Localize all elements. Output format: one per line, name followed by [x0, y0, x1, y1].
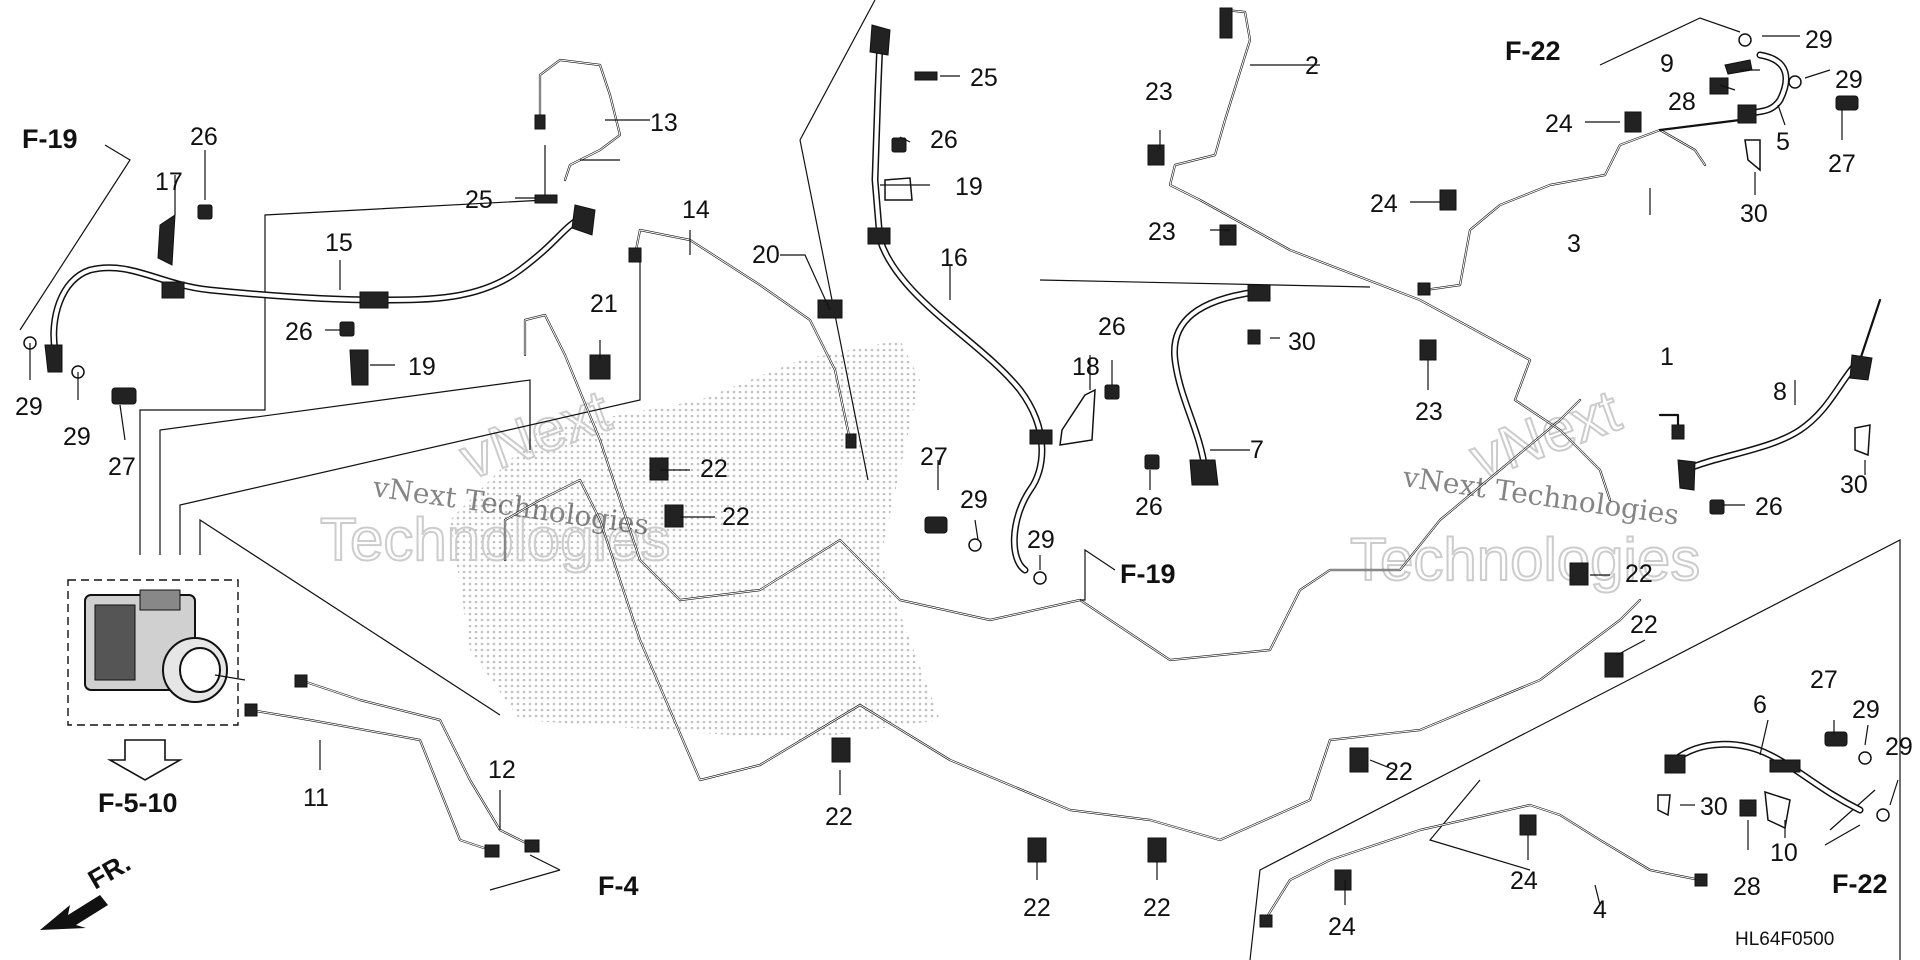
callout-11: 11 [303, 784, 329, 812]
brake-hose-6 [1664, 740, 1864, 814]
callout-25-left: 25 [465, 186, 493, 214]
callout-24-a: 24 [1370, 190, 1398, 218]
callout-22-d: 22 [1023, 894, 1051, 922]
brake-pipe-2 [1168, 7, 1612, 502]
callout-24-d: 24 [1328, 913, 1356, 941]
callout-14: 14 [682, 196, 710, 224]
brake-hose-7 [1170, 284, 1271, 486]
front-label: FR. [83, 847, 136, 895]
callout-20: 20 [752, 241, 780, 269]
callout-29-c: 29 [960, 486, 988, 514]
callout-1: 1 [1660, 343, 1674, 371]
callout-2: 2 [1305, 52, 1319, 80]
callout-17: 17 [155, 168, 183, 196]
callout-28-top: 28 [1668, 88, 1696, 116]
callout-29-e: 29 [1805, 26, 1833, 54]
callout-5: 5 [1776, 128, 1790, 156]
leader-lines [19, 17, 1899, 906]
callout-26-e: 26 [1135, 493, 1163, 521]
brake-pipe-4 [1259, 803, 1708, 928]
brake-hose-15 [44, 204, 596, 373]
callout-23-c: 23 [1415, 398, 1443, 426]
brake-hose-5 [1737, 51, 1790, 124]
callout-6: 6 [1753, 691, 1767, 719]
callout-27-b: 27 [920, 443, 948, 471]
callout-24-b: 24 [1545, 110, 1573, 138]
callout-numbers: 1 2 3 4 5 6 7 8 9 10 11 12 13 14 15 16 1… [15, 26, 1913, 941]
brake-pipe-14 [628, 228, 857, 449]
brake-pipe-lower [503, 478, 1642, 842]
ref-f5-10: F-5-10 [98, 788, 178, 818]
callout-19-right: 19 [955, 173, 983, 201]
brake-hose-8 [1677, 298, 1882, 491]
callout-16: 16 [940, 244, 968, 272]
ref-f22-top: F-22 [1505, 36, 1561, 66]
callout-19-left: 19 [408, 353, 436, 381]
callout-22-a: 22 [700, 455, 728, 483]
callout-23-b: 23 [1148, 218, 1176, 246]
callout-21: 21 [590, 290, 618, 318]
callout-25-right: 25 [970, 64, 998, 92]
diagram-code: HL64F0500 [1735, 929, 1834, 950]
brake-pipe-12 [523, 313, 1582, 662]
callout-22-c: 22 [825, 803, 853, 831]
callout-27-d: 27 [1810, 666, 1838, 694]
callout-10: 10 [1770, 839, 1798, 867]
callout-4: 4 [1593, 896, 1607, 924]
callout-7: 7 [1250, 436, 1264, 464]
watermark-logo: Technologies vNext vNext Technologies Te… [319, 340, 1701, 740]
callout-26-b: 26 [285, 318, 313, 346]
callout-27-c: 27 [1828, 150, 1856, 178]
brake-hose-16 [867, 24, 1053, 574]
ref-f19-mid: F-19 [1120, 559, 1176, 589]
callout-29-a: 29 [15, 393, 43, 421]
callout-29-f: 29 [1835, 66, 1863, 94]
callout-3: 3 [1567, 230, 1581, 258]
callout-29-b: 29 [63, 423, 91, 451]
callout-23-a: 23 [1145, 78, 1173, 106]
callout-30-d: 30 [1700, 793, 1728, 821]
callout-24-c: 24 [1510, 867, 1538, 895]
callout-27-a: 27 [108, 453, 136, 481]
ref-f19-left: F-19 [22, 124, 78, 154]
callout-22-f: 22 [1385, 758, 1413, 786]
callout-26-f: 26 [1755, 493, 1783, 521]
callout-22-b: 22 [722, 503, 750, 531]
callout-29-g: 29 [1852, 696, 1880, 724]
callout-9: 9 [1660, 50, 1674, 78]
f5-10-arrow [106, 739, 184, 781]
brake-pipe-1 [1658, 413, 1685, 440]
front-arrow [40, 895, 108, 930]
callout-26-d: 26 [1098, 313, 1126, 341]
callout-26-a: 26 [190, 123, 218, 151]
watermark-word-technologies-left: Technologies [320, 506, 670, 573]
ref-f22-bottom: F-22 [1832, 869, 1888, 899]
callout-15: 15 [325, 229, 353, 257]
abs-modulator-unit [67, 579, 246, 726]
reference-labels: F-19 F-19 F-22 F-22 F-4 F-5-10 FR. [22, 36, 1888, 901]
hardware-parts [23, 33, 1890, 891]
callout-30-c: 30 [1840, 471, 1868, 499]
callout-26-c: 26 [930, 126, 958, 154]
callout-29-d: 29 [1027, 526, 1055, 554]
callout-13: 13 [650, 109, 678, 137]
group-outlines [139, 0, 1901, 960]
callout-30-b: 30 [1740, 200, 1768, 228]
callout-18: 18 [1072, 353, 1100, 381]
callout-22-g: 22 [1625, 560, 1653, 588]
callout-29-h: 29 [1885, 733, 1913, 761]
brake-pipe-11 [244, 674, 540, 858]
callout-22-h: 22 [1630, 611, 1658, 639]
callout-28-bottom: 28 [1733, 873, 1761, 901]
callout-8: 8 [1773, 378, 1787, 406]
brake-pipe-3 [1417, 118, 1742, 296]
callout-22-e: 22 [1143, 894, 1171, 922]
callout-12: 12 [488, 756, 516, 784]
callout-30-a: 30 [1288, 328, 1316, 356]
ref-f4: F-4 [598, 871, 639, 901]
